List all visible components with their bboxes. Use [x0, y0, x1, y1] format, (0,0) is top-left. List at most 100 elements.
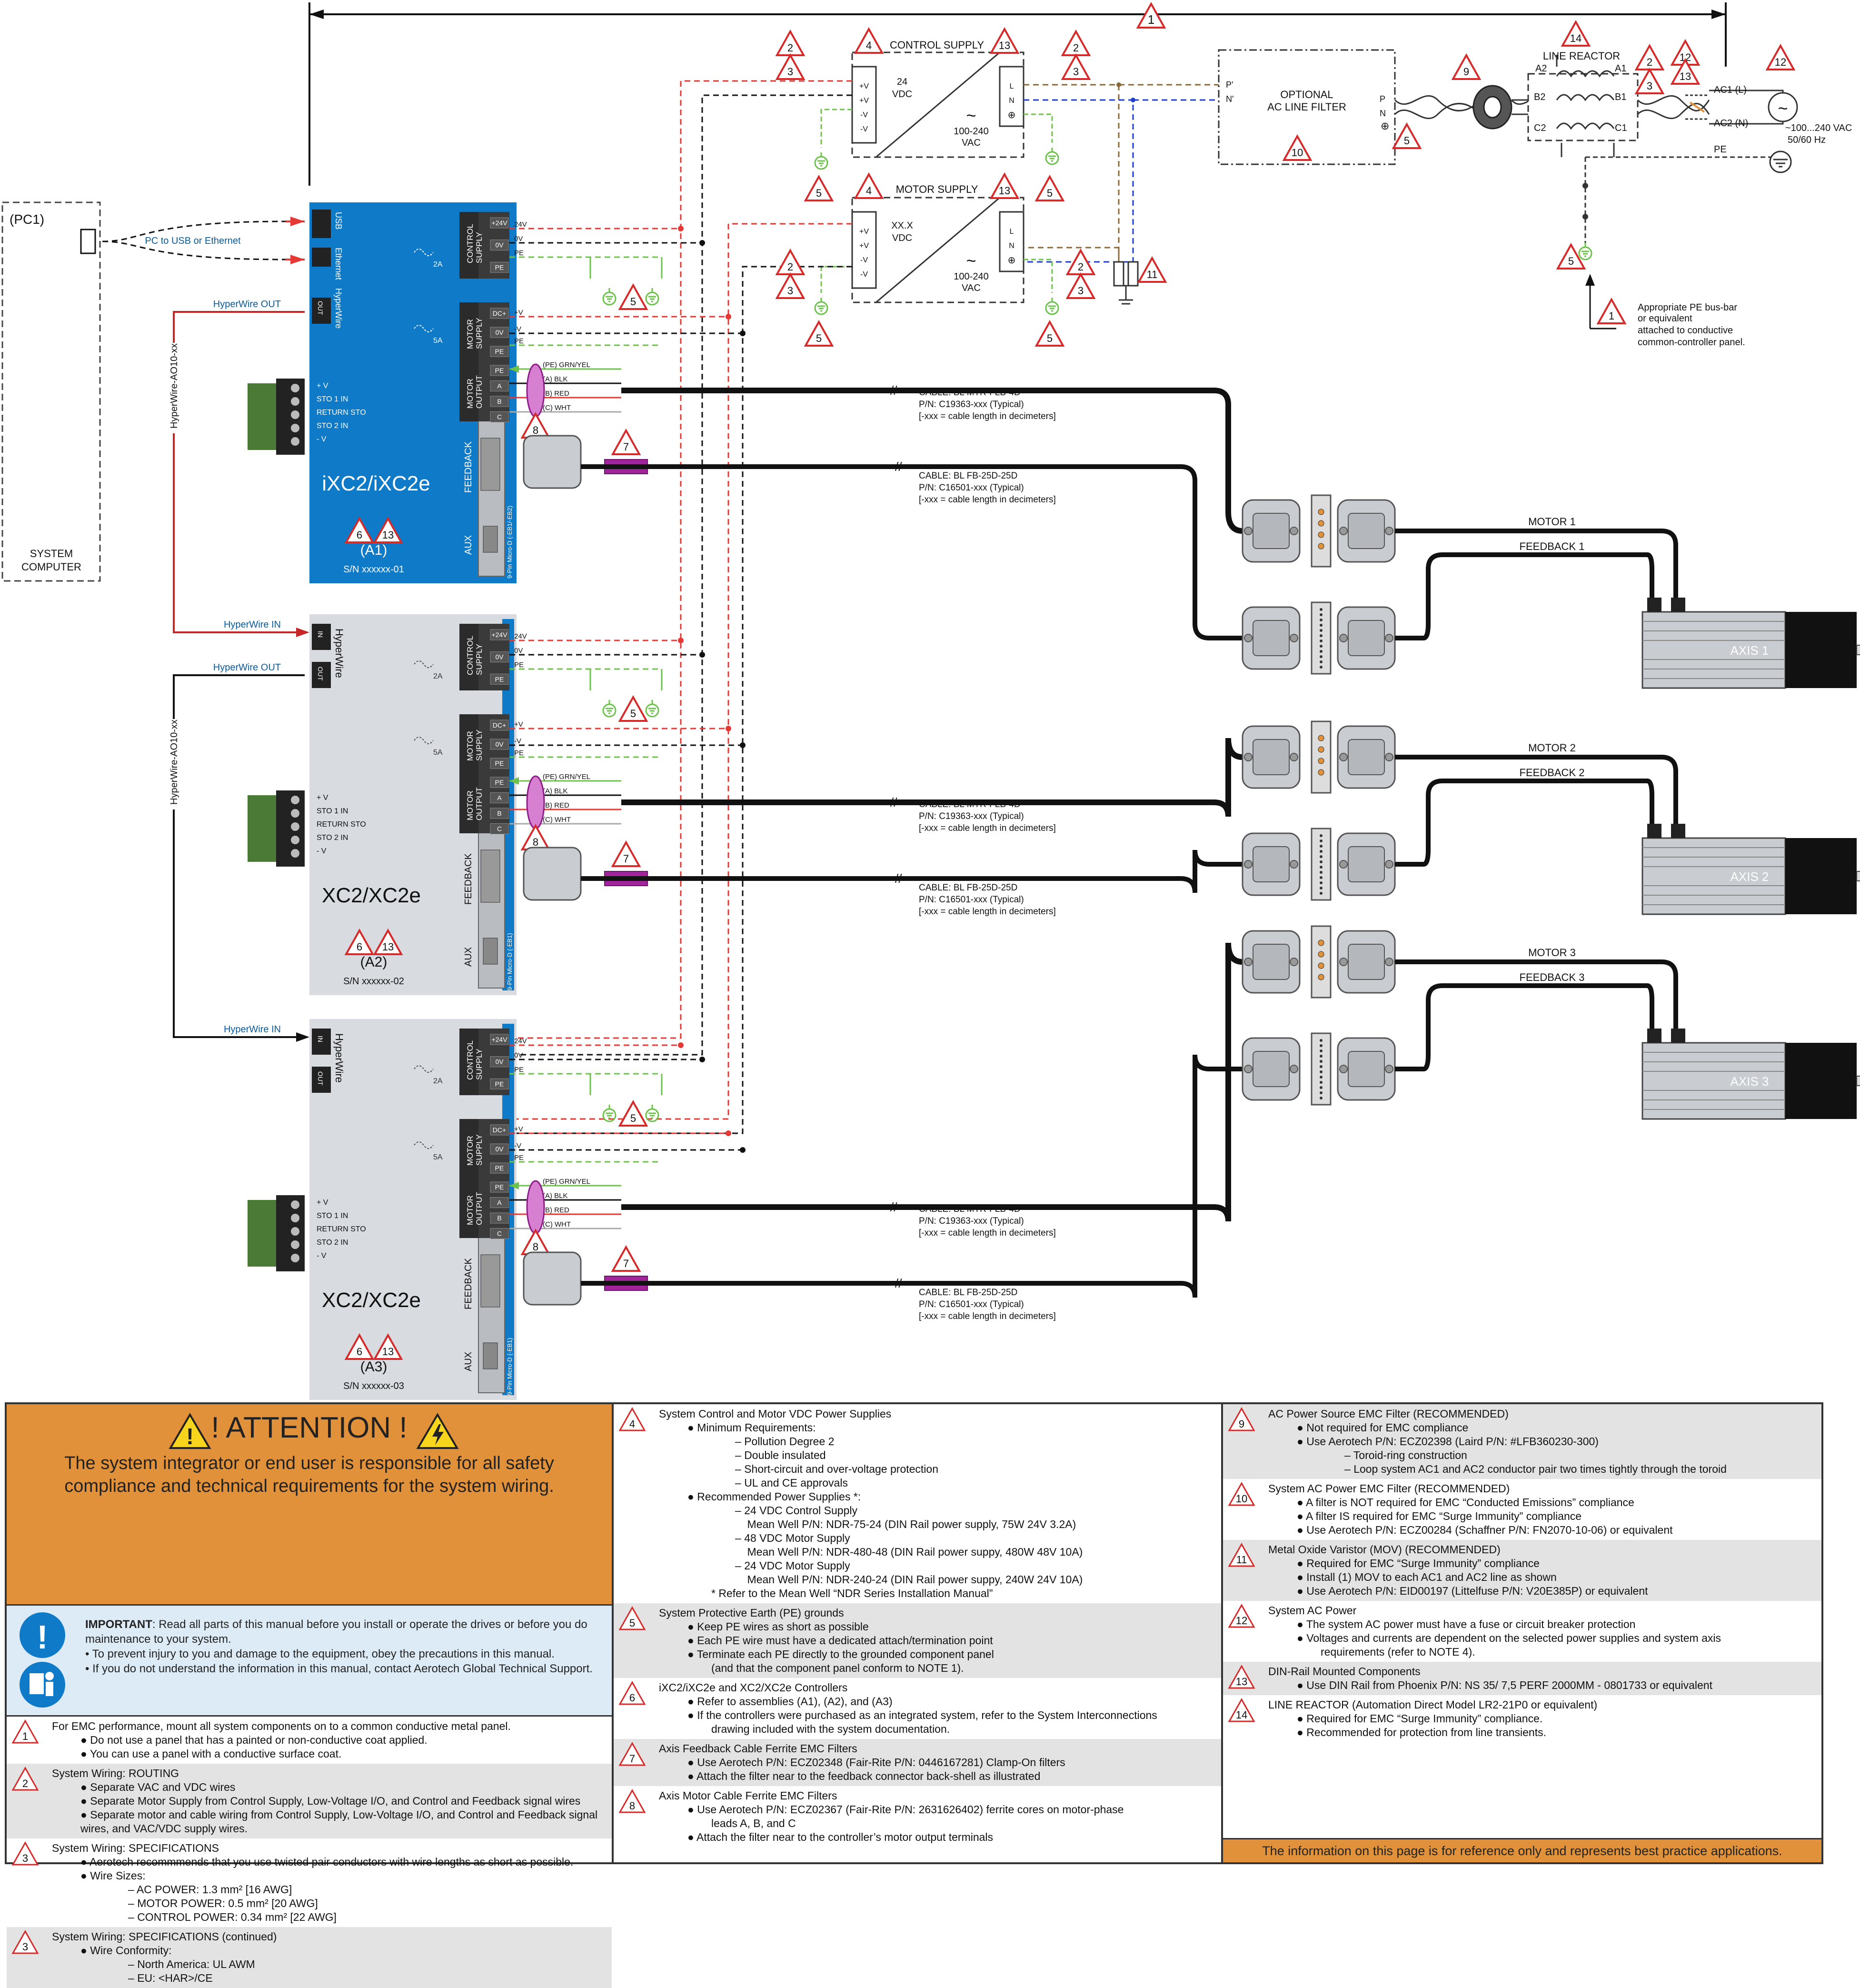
svg-text:PE: PE — [495, 367, 504, 374]
svg-text:(C) WHT: (C) WHT — [543, 404, 571, 412]
svg-text:AC LINE FILTER: AC LINE FILTER — [1267, 101, 1346, 113]
warning-icon: 11 — [1138, 257, 1166, 283]
svg-text:A: A — [497, 794, 502, 802]
svg-text:2: 2 — [22, 1778, 28, 1789]
svg-text:+24V: +24V — [491, 631, 507, 639]
svg-text:4: 4 — [866, 40, 872, 51]
motor-icon — [1641, 1028, 1860, 1120]
svg-text:!: ! — [186, 1424, 194, 1449]
warning-icon: 9 — [1228, 1407, 1255, 1431]
svg-text:CONTROL: CONTROL — [466, 636, 475, 675]
svg-text:C: C — [497, 1230, 502, 1238]
svg-text:AC1 (L): AC1 (L) — [1714, 85, 1747, 95]
warning-icon: 3 — [11, 1930, 39, 1954]
line-reactor: LINE REACTOR A2 A1 B2 B1 C2 C1 — [1527, 50, 1639, 157]
svg-text:(A) BLK: (A) BLK — [543, 787, 568, 795]
svg-text:24V: 24V — [514, 220, 527, 229]
svg-text:P: P — [1380, 94, 1385, 104]
system-computer — [1, 201, 101, 582]
svg-text:STO 1 IN: STO 1 IN — [317, 395, 348, 403]
motor-cable-label: [-xxx = cable length in decimeters] — [919, 411, 1056, 421]
svg-text:RETURN STO: RETURN STO — [317, 1225, 366, 1233]
warning-icon: 2 — [776, 250, 805, 275]
motor-label: MOTOR 2 — [1528, 742, 1576, 754]
svg-text:⊕: ⊕ — [1008, 110, 1016, 120]
warning-icon: 3 — [11, 1841, 39, 1866]
svg-text:24V: 24V — [514, 632, 527, 640]
svg-text:1: 1 — [1609, 310, 1614, 322]
svg-text:C1: C1 — [1615, 123, 1627, 133]
motor-icon — [1641, 823, 1860, 915]
svg-text:MOTOR: MOTOR — [466, 379, 475, 409]
svg-text:MOTOR: MOTOR — [466, 1136, 475, 1166]
warning-icon: 13 — [1671, 59, 1700, 85]
svg-text:+V: +V — [514, 1125, 523, 1133]
svg-text:6: 6 — [357, 941, 362, 953]
ferrite-core-icon — [526, 363, 545, 418]
warning-icon: 5 — [618, 1606, 646, 1630]
svg-text:STO 2 IN: STO 2 IN — [317, 1239, 348, 1247]
warning-icon: 13 — [990, 28, 1019, 54]
usb-port-icon — [80, 229, 96, 254]
svg-text:-V: -V — [860, 111, 868, 119]
axis-label: AXIS 2 — [1731, 869, 1769, 884]
svg-text:9: 9 — [1463, 66, 1469, 78]
svg-text:SUPPLY: SUPPLY — [475, 644, 484, 675]
svg-text:7: 7 — [623, 1258, 629, 1269]
warning-icon: 8 — [521, 825, 550, 850]
drive-serial: S/N xxxxxx-02 — [343, 976, 404, 987]
svg-text:5: 5 — [630, 1112, 636, 1124]
drive-assembly: (A3) — [360, 1359, 388, 1375]
axis-label: AXIS 3 — [1731, 1074, 1769, 1089]
warning-icon: 12 — [1228, 1604, 1255, 1628]
svg-text:MOTOR: MOTOR — [466, 319, 475, 349]
svg-text:N: N — [1380, 109, 1386, 118]
svg-text:VDC: VDC — [892, 89, 912, 100]
svg-text:9: 9 — [1239, 1418, 1244, 1430]
svg-text:SUPPLY: SUPPLY — [475, 232, 484, 263]
svg-text:11: 11 — [1236, 1554, 1247, 1566]
motor-label: MOTOR 3 — [1528, 947, 1576, 959]
svg-text:PE: PE — [1714, 144, 1727, 155]
svg-text:FEEDBACK: FEEDBACK — [463, 853, 474, 905]
drive-assembly: (A2) — [360, 954, 388, 970]
pc-name-2: COMPUTER — [21, 561, 81, 573]
svg-text:5: 5 — [630, 708, 636, 719]
svg-text:8: 8 — [533, 1241, 538, 1253]
svg-text:FEEDBACK: FEEDBACK — [463, 1258, 474, 1309]
svg-text:(PE) GRN/YEL: (PE) GRN/YEL — [543, 361, 590, 369]
svg-text:PE: PE — [495, 348, 504, 355]
svg-text:3: 3 — [1073, 66, 1079, 78]
warning-icon: 5 — [805, 176, 833, 201]
svg-text:7: 7 — [623, 853, 629, 865]
warning-icon: 5 — [619, 284, 647, 310]
svg-text:(C) WHT: (C) WHT — [543, 1220, 571, 1229]
svg-text:10: 10 — [1236, 1493, 1247, 1505]
feedback-cable-label: [-xxx = cable length in decimeters] — [919, 1311, 1056, 1321]
svg-text:8: 8 — [629, 1800, 635, 1812]
pc-name-1: SYSTEM — [30, 548, 73, 559]
svg-text:24V: 24V — [514, 1037, 527, 1045]
svg-text:0V: 0V — [514, 1051, 523, 1059]
warning-icon: 5 — [619, 1101, 647, 1127]
attention-banner: ! ! ATTENTION ! The system integrator or… — [7, 1404, 612, 1606]
control-supply-title: CONTROL SUPPLY — [890, 39, 984, 51]
attention-body: The system integrator or end user is res… — [64, 1453, 554, 1496]
svg-text:HyperWire: HyperWire — [333, 1033, 345, 1083]
svg-text:VAC: VAC — [962, 138, 981, 148]
warning-icon: 11 — [1228, 1543, 1255, 1567]
svg-text:USB: USB — [334, 212, 343, 230]
svg-text:PE: PE — [495, 263, 504, 271]
warning-icon: 6 — [618, 1681, 646, 1705]
motor-cable-label: P/N: C19363-xxx (Typical) — [919, 811, 1024, 821]
svg-text:13: 13 — [382, 529, 394, 541]
warning-icon: 12 — [1766, 45, 1795, 70]
warning-icon: 14 — [1562, 21, 1590, 47]
svg-text:SUPPLY: SUPPLY — [475, 1134, 484, 1166]
svg-text:STO 2 IN: STO 2 IN — [317, 834, 348, 842]
